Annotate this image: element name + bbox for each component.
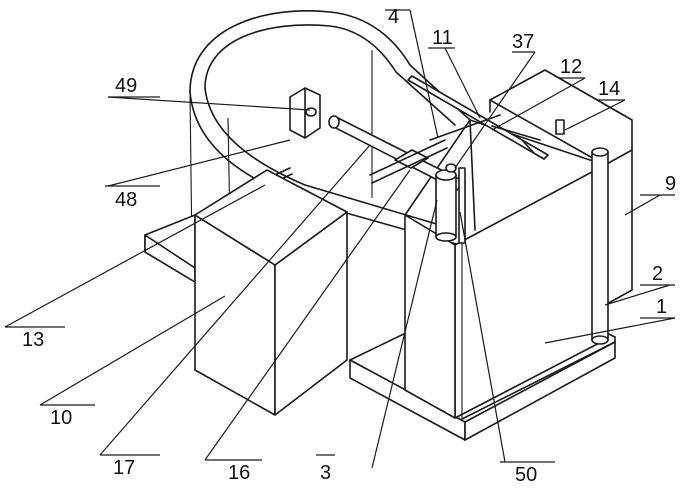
label-13: 13 bbox=[22, 329, 44, 351]
vertical-pipe bbox=[592, 148, 608, 344]
label-10: 10 bbox=[50, 407, 72, 429]
label-50: 50 bbox=[515, 464, 537, 486]
label-17: 17 bbox=[113, 457, 135, 479]
label-48: 48 bbox=[115, 189, 137, 211]
bracket bbox=[290, 88, 320, 138]
label-11: 11 bbox=[432, 27, 453, 49]
label-1: 1 bbox=[656, 296, 667, 318]
label-14: 14 bbox=[598, 78, 620, 100]
label-12: 12 bbox=[560, 56, 582, 78]
label-37: 37 bbox=[512, 31, 534, 53]
label-9: 9 bbox=[665, 173, 676, 195]
label-3: 3 bbox=[320, 462, 331, 484]
label-49: 49 bbox=[115, 75, 137, 97]
cylinder-3 bbox=[436, 170, 456, 241]
label-16: 16 bbox=[228, 462, 250, 484]
label-2: 2 bbox=[652, 263, 663, 285]
label-4: 4 bbox=[388, 6, 399, 28]
